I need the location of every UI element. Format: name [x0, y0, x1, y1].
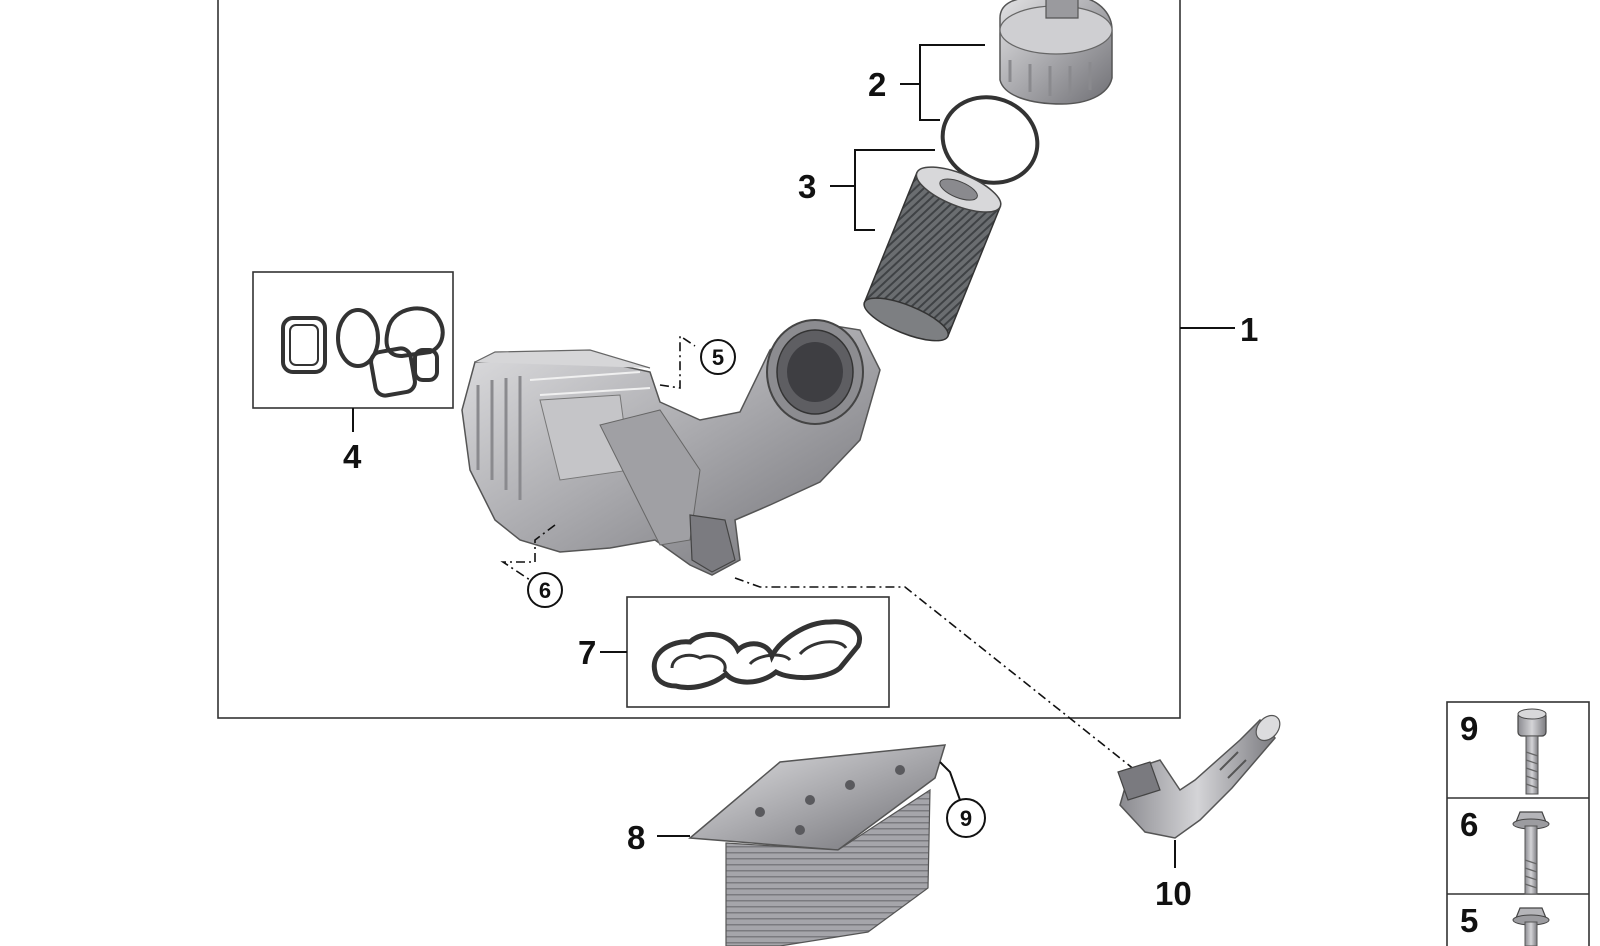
filter-element-icon — [863, 166, 1002, 342]
side-label-5: 5 — [1460, 902, 1478, 939]
callout-10: 10 — [1155, 875, 1192, 912]
hose-dashed-leader — [734, 577, 1136, 771]
side-row-5: 5 — [1460, 902, 1550, 946]
side-label-9: 9 — [1460, 710, 1478, 747]
gasket-set-icon — [281, 306, 445, 398]
callout-8: 8 — [627, 819, 645, 856]
callout-9-circle — [946, 798, 986, 838]
bolt-5-leader — [659, 334, 696, 389]
callout-2: 2 — [868, 66, 886, 103]
callout-7: 7 — [578, 634, 596, 671]
bracket-2 — [900, 44, 985, 121]
gasket-box-7 — [626, 596, 890, 708]
flange-bolt-long-icon — [1512, 811, 1550, 895]
callout-5: 5 — [712, 345, 724, 370]
side-panel — [1446, 701, 1590, 946]
callout-5-circle — [700, 339, 736, 375]
hose-elbow-icon — [1117, 714, 1281, 839]
assembly-frame — [217, 0, 1181, 719]
filter-housing-icon — [461, 319, 881, 576]
bolt-6-leader — [500, 524, 556, 581]
callout-6-circle — [527, 572, 563, 608]
side-row-6: 6 — [1460, 806, 1550, 895]
flange-bolt-short-icon — [1512, 907, 1550, 946]
side-row-9: 9 — [1460, 708, 1547, 795]
callout-1: 1 — [1240, 311, 1258, 348]
gasket-lower-icon — [651, 619, 862, 690]
bolt-9-leader — [939, 761, 961, 801]
side-label-6: 6 — [1460, 806, 1478, 843]
oil-cooler-icon — [688, 744, 947, 946]
callout-3: 3 — [798, 168, 816, 205]
callout-6: 6 — [539, 578, 551, 603]
bracket-3 — [830, 149, 935, 231]
callout-4: 4 — [343, 438, 362, 475]
socket-bolt-icon — [1517, 708, 1547, 795]
callout-9: 9 — [960, 806, 972, 831]
filter-cap-icon — [999, 0, 1113, 105]
